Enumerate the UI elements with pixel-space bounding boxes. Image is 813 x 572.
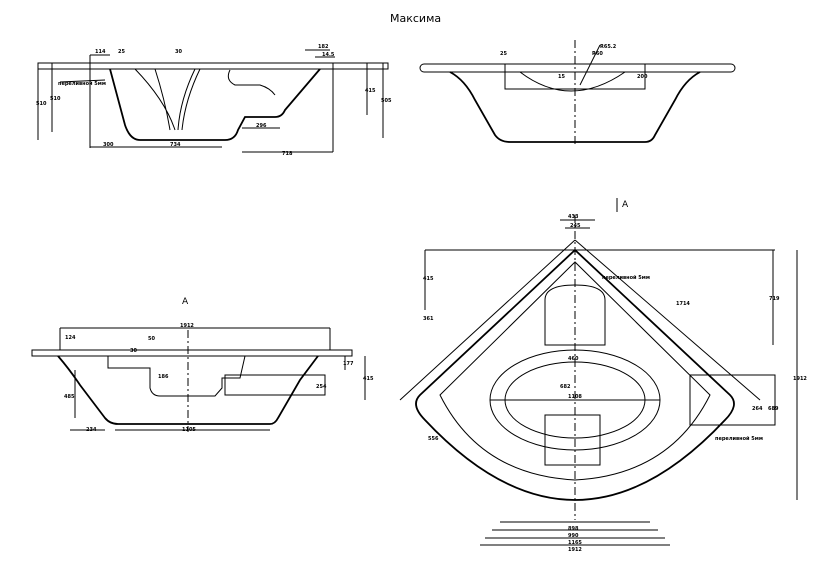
dim-label: 30 [175, 49, 182, 55]
rim [31, 349, 353, 357]
dim-label: 1108 [568, 394, 582, 400]
dim-label: 50 [148, 336, 155, 342]
tub-profile [449, 71, 701, 143]
dim-label: 505 [381, 98, 392, 104]
dim-label: 1912 [568, 547, 582, 553]
overflow-label: переливной 5мм [58, 80, 106, 87]
dim-label: 264 [752, 406, 763, 412]
dim-label: 689 [768, 406, 779, 412]
inner-arc [519, 71, 626, 92]
inner-curves [134, 68, 276, 131]
rim [419, 63, 736, 73]
dim-label: 719 [769, 296, 780, 302]
headrest [544, 284, 606, 346]
dim-label: 990 [568, 533, 579, 539]
dim-label: 200 [637, 74, 648, 80]
overflow-label: переливной 5мм [602, 274, 650, 281]
dim-label: 485 [64, 394, 75, 400]
dim-label: 300 [103, 142, 114, 148]
dim-label: 1714 [676, 301, 690, 307]
dim-label: 415 [363, 376, 374, 382]
tub-inner-outline [439, 261, 711, 481]
side-view-long: 114 25 30 182 14.5 переливной 5мм 510 51… [36, 44, 392, 157]
dim-label: 1912 [793, 376, 807, 382]
dim-label: 124 [65, 335, 76, 341]
dim-label: 433 [568, 214, 579, 220]
section-a-view: A 1912 124 485 234 1105 50 30 177 415 18… [31, 297, 374, 433]
dim-label: 30 [130, 348, 137, 354]
dim-label: 898 [568, 526, 579, 532]
dim-label: 296 [256, 123, 267, 129]
dim-label: 734 [170, 142, 181, 148]
inner-step [107, 355, 246, 397]
section-label: A [182, 297, 189, 307]
dim-label: 25 [500, 51, 507, 57]
dim-label: 1165 [568, 540, 582, 546]
dim-label: 254 [316, 384, 327, 390]
dim-label: 186 [158, 374, 169, 380]
dim-label: 718 [282, 151, 293, 157]
dim-label: 182 [318, 44, 329, 50]
dim-label: 14.5 [322, 52, 335, 58]
dim-label: 460 [568, 356, 579, 362]
dim-label: 1912 [180, 323, 194, 329]
dim-label: R60 [592, 51, 603, 57]
dim-label: 114 [95, 49, 106, 55]
dim-label: 415 [365, 88, 376, 94]
tub-profile [109, 68, 321, 141]
dim-label: 682 [560, 384, 571, 390]
overflow-label: переливной 5мм [715, 435, 763, 442]
dim-label: 234 [86, 427, 97, 433]
plan-view: A 433 245 415 361 719 1714 1912 264 689 … [399, 198, 807, 553]
drawing-title: Максима [390, 12, 441, 25]
tub-profile [57, 355, 319, 425]
front-view: 25 15 R60 R65.2 200 [419, 40, 736, 145]
dim-label: 361 [423, 316, 434, 322]
dim-label: 177 [343, 361, 354, 367]
dim-label: 1105 [182, 427, 196, 433]
dim-label: 510 [36, 101, 47, 107]
dim-label: R65.2 [600, 44, 617, 50]
dim-label: 556 [428, 436, 439, 442]
dim-label: 245 [570, 223, 581, 229]
dim-label: 510 [50, 96, 61, 102]
dim-label: 25 [118, 49, 125, 55]
dim-label: 415 [423, 276, 434, 282]
dim-label: 15 [558, 74, 565, 80]
section-label: A [622, 200, 629, 210]
